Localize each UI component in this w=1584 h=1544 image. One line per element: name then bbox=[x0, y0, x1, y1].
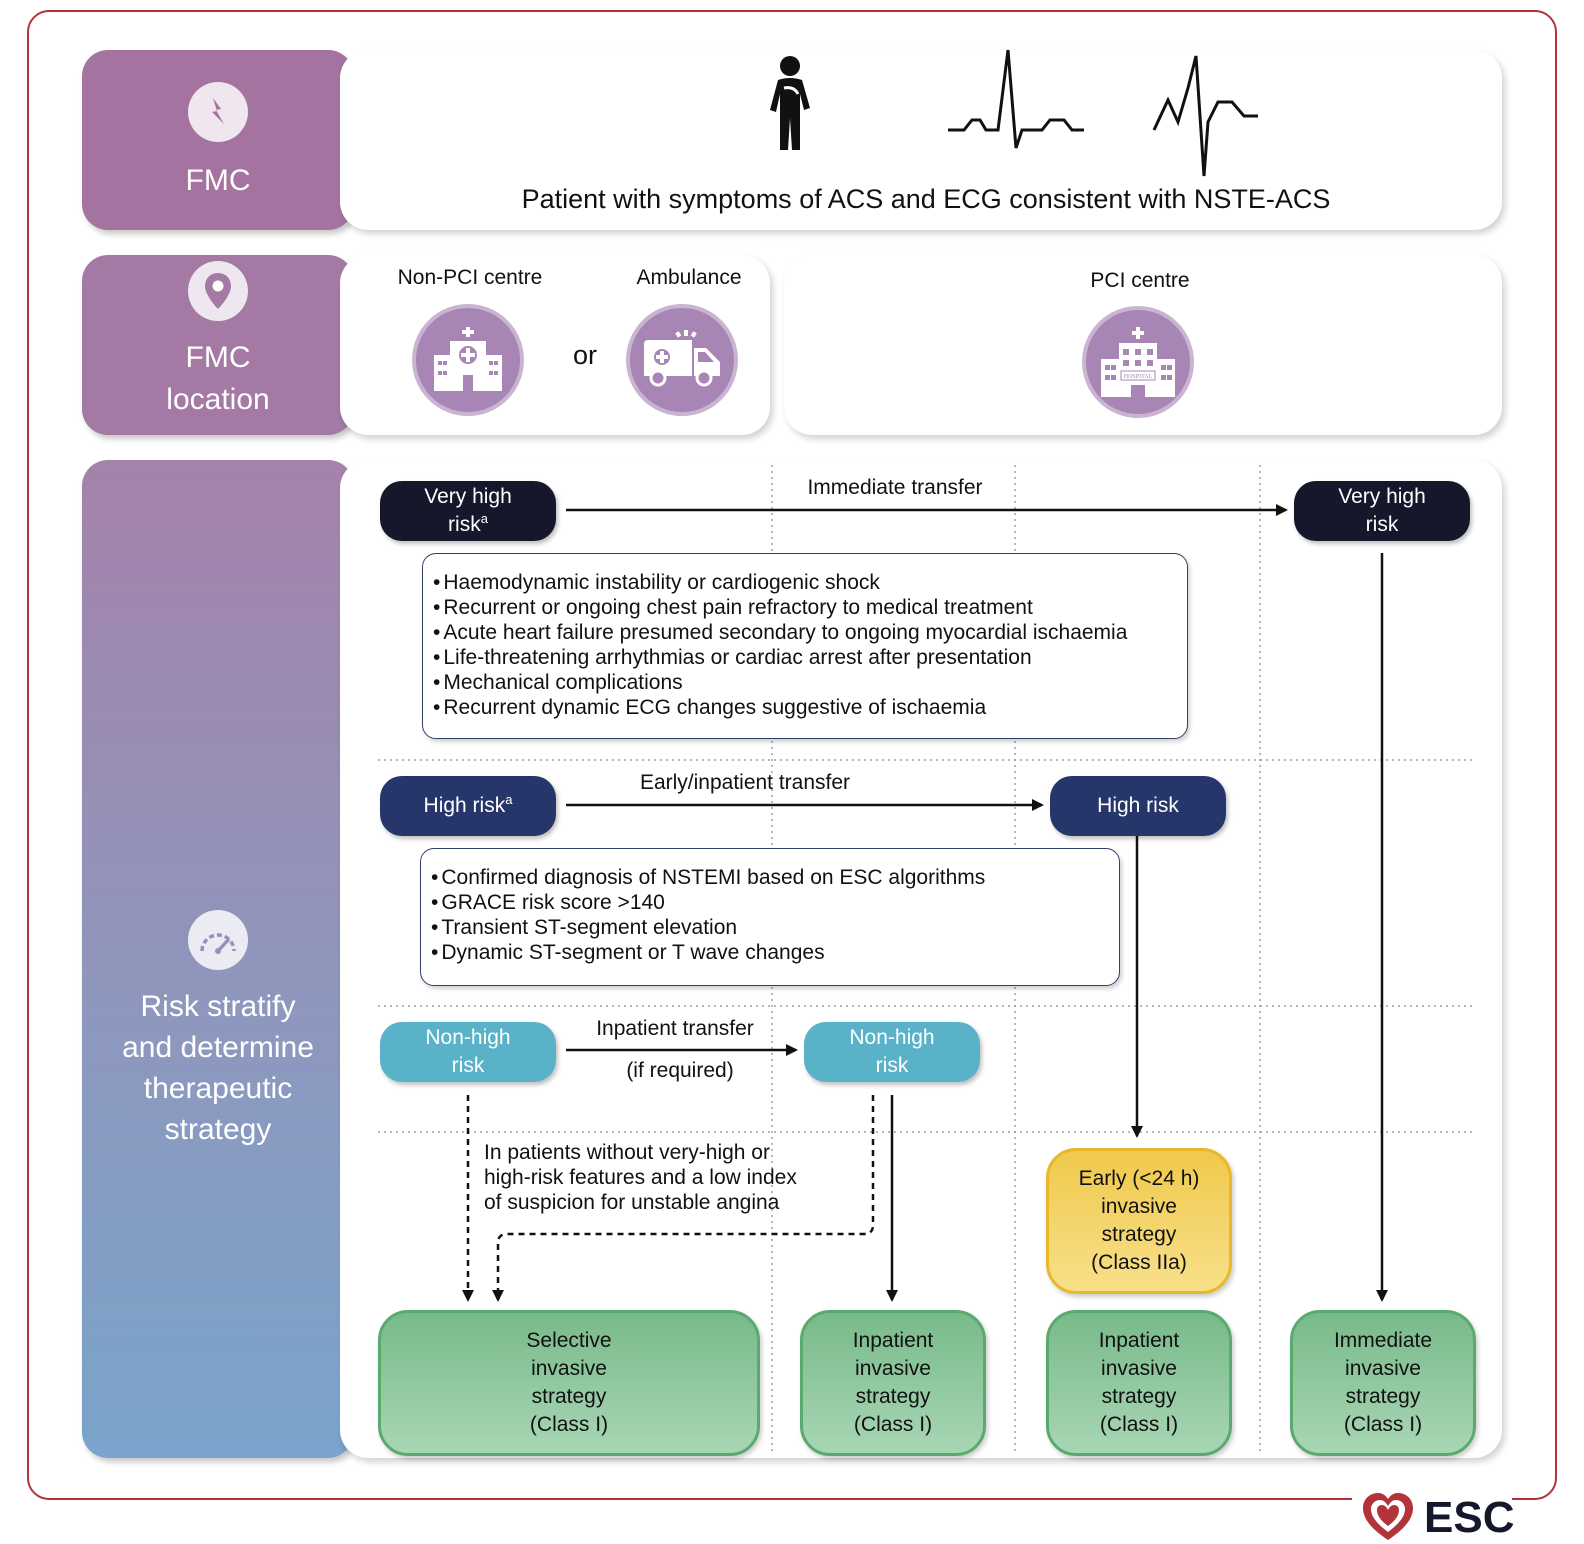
non-pci-hospital-icon bbox=[412, 304, 524, 416]
hospital-sign-text: HOSPITAL bbox=[1124, 374, 1153, 380]
footnote-a: a bbox=[480, 511, 488, 526]
outcome-line: invasive bbox=[1345, 1357, 1421, 1380]
criteria-item: Life-threatening arrhythmias or cardiac … bbox=[433, 645, 1179, 670]
very-high-risk-pill-left: Very high riska bbox=[380, 481, 556, 541]
footnote-a: a bbox=[505, 792, 513, 807]
non-high-right-line1: Non-high bbox=[849, 1026, 935, 1049]
ecg-st-icon bbox=[1152, 55, 1258, 177]
risk-title-3: therapeutic bbox=[143, 1072, 293, 1105]
early-transfer-label: Early/inpatient transfer bbox=[639, 771, 851, 794]
esc-heart-logo-icon bbox=[1363, 1493, 1413, 1540]
very-high-risk-pill-right: Very high risk bbox=[1294, 481, 1470, 541]
outcome-line: (Class I) bbox=[529, 1413, 609, 1436]
patient-chest-pain-icon bbox=[770, 56, 810, 150]
sidebar-fmc-overlay bbox=[82, 50, 354, 230]
ambulance-label: Ambulance bbox=[636, 266, 742, 289]
esc-logo-text: ESC bbox=[1424, 1493, 1515, 1542]
ecg-icon bbox=[948, 49, 1084, 149]
high-left-label: High risk bbox=[423, 794, 506, 817]
ambulance-icon bbox=[626, 304, 738, 416]
non-high-risk-pill-left: Non-high risk bbox=[380, 1022, 556, 1082]
criteria-item: Acute heart failure presumed secondary t… bbox=[433, 620, 1179, 645]
outcome-line: strategy bbox=[855, 1385, 931, 1408]
inpatient-transfer-label-2: (if required) bbox=[626, 1059, 734, 1082]
high-criteria-box: Confirmed diagnosis of NSTEMI based on E… bbox=[420, 848, 1120, 986]
criteria-item: Dynamic ST-segment or T wave changes bbox=[431, 940, 1111, 965]
selective-invasive-strategy-box: Selective invasive strategy (Class I) bbox=[378, 1310, 760, 1456]
criteria-item: Recurrent or ongoing chest pain refracto… bbox=[433, 595, 1179, 620]
very-high-right-line1: Very high bbox=[1338, 485, 1426, 508]
outcome-line: Inpatient bbox=[852, 1329, 934, 1352]
note-line: In patients without very-high or bbox=[484, 1141, 770, 1164]
sidebar-risk: Risk stratify and determine therapeutic … bbox=[82, 460, 354, 1458]
criteria-item: Confirmed diagnosis of NSTEMI based on E… bbox=[431, 865, 1111, 890]
fmc-location-title-2: location bbox=[166, 383, 270, 416]
fmc-location-title-1: FMC bbox=[185, 341, 251, 374]
risk-title-2: and determine bbox=[122, 1031, 314, 1064]
outcome-line: strategy bbox=[1345, 1385, 1421, 1408]
criteria-item: GRACE risk score >140 bbox=[431, 890, 1111, 915]
outcome-line: strategy bbox=[1101, 1385, 1177, 1408]
outcome-line: invasive bbox=[531, 1357, 607, 1380]
return-dashed-arrow bbox=[492, 1095, 875, 1302]
high-risk-pill-left: High riska bbox=[380, 776, 556, 836]
high-risk-pill-right: High risk bbox=[1050, 776, 1226, 836]
very-high-criteria-box: Haemodynamic instability or cardiogenic … bbox=[422, 553, 1188, 739]
outcome-line: invasive bbox=[855, 1357, 931, 1380]
non-high-right-line2: risk bbox=[875, 1054, 909, 1077]
immediate-invasive-strategy-box: Immediate invasive strategy (Class I) bbox=[1290, 1310, 1476, 1456]
risk-title-1: Risk stratify bbox=[140, 990, 296, 1023]
non-high-left-line2: risk bbox=[451, 1054, 485, 1077]
non-high-risk-pill-right: Non-high risk bbox=[804, 1022, 980, 1082]
non-high-note: In patients without very-high or high-ri… bbox=[484, 1140, 854, 1215]
early-line: strategy bbox=[1101, 1223, 1177, 1246]
very-high-right-line2: risk bbox=[1365, 513, 1399, 536]
criteria-item: Haemodynamic instability or cardiogenic … bbox=[433, 570, 1179, 595]
non-pci-label: Non-PCI centre bbox=[397, 266, 543, 289]
early-line: (Class IIa) bbox=[1091, 1251, 1187, 1274]
note-line: high-risk features and a low index bbox=[484, 1166, 797, 1189]
pci-label: PCI centre bbox=[1090, 269, 1190, 292]
early-line: Early (<24 h) bbox=[1078, 1167, 1200, 1190]
outcome-line: invasive bbox=[1101, 1357, 1177, 1380]
outer-frame bbox=[27, 10, 1557, 1500]
outcome-line: strategy bbox=[531, 1385, 607, 1408]
outcome-line: (Class I) bbox=[853, 1413, 933, 1436]
high-right-label: High risk bbox=[1097, 794, 1179, 817]
speedometer-icon bbox=[188, 910, 248, 970]
pci-hospital-icon: HOSPITAL bbox=[1082, 306, 1194, 418]
fmc-caption: Patient with symptoms of ACS and ECG con… bbox=[521, 184, 1331, 214]
early-invasive-strategy-box: Early (<24 h) invasive strategy (Class I… bbox=[1046, 1148, 1232, 1294]
outcome-line: (Class I) bbox=[1099, 1413, 1179, 1436]
sidebar-fmc-location: FMC location bbox=[82, 255, 354, 435]
location-pin-icon bbox=[188, 261, 248, 321]
very-high-left-line1: Very high bbox=[424, 485, 512, 508]
outcome-line: (Class I) bbox=[1343, 1413, 1423, 1436]
inpatient-invasive-strategy-box-1: Inpatient invasive strategy (Class I) bbox=[800, 1310, 986, 1456]
fmc-title: FMC bbox=[185, 164, 251, 197]
fmc-panel bbox=[340, 50, 1502, 230]
criteria-item: Recurrent dynamic ECG changes suggestive… bbox=[433, 695, 1179, 720]
note-line: of suspicion for unstable angina bbox=[484, 1191, 780, 1214]
inpatient-invasive-strategy-box-2: Inpatient invasive strategy (Class I) bbox=[1046, 1310, 1232, 1456]
early-line: invasive bbox=[1101, 1195, 1177, 1218]
non-high-left-line1: Non-high bbox=[425, 1026, 511, 1049]
outcome-line: Selective bbox=[526, 1329, 612, 1352]
criteria-item: Transient ST-segment elevation bbox=[431, 915, 1111, 940]
sidebar-fmc: FMC bbox=[82, 50, 354, 230]
outcome-line: Inpatient bbox=[1098, 1329, 1180, 1352]
immediate-transfer-label: Immediate transfer bbox=[807, 476, 983, 499]
or-label: or bbox=[572, 340, 597, 370]
very-high-left-line2: risk bbox=[448, 513, 481, 536]
criteria-item: Mechanical complications bbox=[433, 670, 1179, 695]
inpatient-transfer-label-1: Inpatient transfer bbox=[596, 1017, 754, 1040]
lightning-icon bbox=[188, 82, 248, 142]
outcome-line: Immediate bbox=[1333, 1329, 1433, 1352]
risk-title-4: strategy bbox=[164, 1113, 272, 1146]
